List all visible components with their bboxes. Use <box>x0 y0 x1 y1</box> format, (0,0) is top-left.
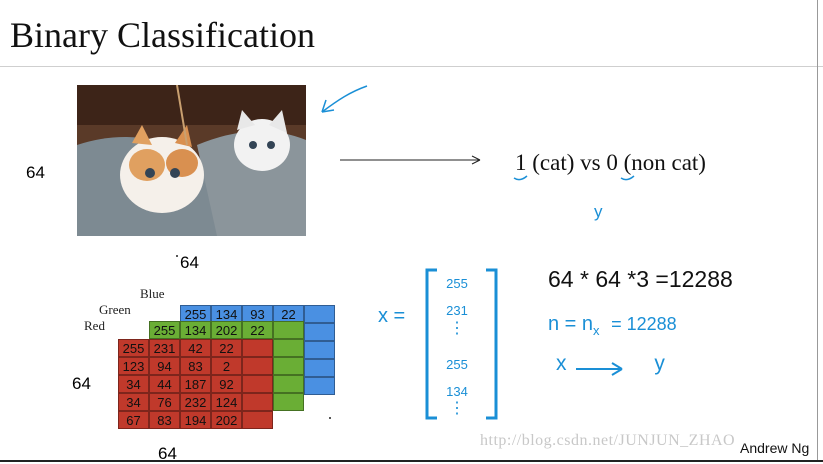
matrix-cell: 42 <box>180 339 211 357</box>
matrix-cell <box>273 357 304 375</box>
author-name: Andrew Ng <box>740 440 810 456</box>
watermark: http://blog.csdn.net/JUNJUN_ZHAO <box>480 432 736 449</box>
right-border <box>817 0 818 462</box>
matrix-cell: 76 <box>149 393 180 411</box>
dimension-formula: 64 * 64 *3 =12288 <box>548 266 733 292</box>
matrix-cell: 124 <box>211 393 242 411</box>
vector-ellipsis: ⋮ <box>449 320 465 337</box>
vector-ellipsis: ⋮ <box>449 400 465 417</box>
matrix-cell: 134 <box>180 321 211 339</box>
matrix-cell <box>242 375 273 393</box>
matrix-cell: 94 <box>149 357 180 375</box>
matrix-cell: 22 <box>211 339 242 357</box>
matrix-cell <box>304 359 335 377</box>
label-one: 1 <box>515 150 527 175</box>
matrix-cell: 83 <box>149 411 180 429</box>
matrix-cell <box>304 377 335 395</box>
matrix-cell: 231 <box>149 339 180 357</box>
image-height-label: 64 <box>26 163 45 182</box>
matrix-cell: 2 <box>211 357 242 375</box>
matrix-cell: 187 <box>180 375 211 393</box>
matrix-cell: 255 <box>180 305 211 323</box>
image-width-label: 64 <box>180 253 199 272</box>
vector-value: 255 <box>446 357 468 372</box>
matrix-cell: 92 <box>211 375 242 393</box>
label-cat: (cat) vs <box>532 150 601 175</box>
matrix-cell <box>273 321 304 339</box>
red-channel-matrix: 255 231 42 22 123 94 83 2 34 44 187 92 3… <box>118 339 273 429</box>
label-zero: 0 <box>606 150 618 175</box>
channel-blue-label: Blue <box>140 286 165 301</box>
matrix-cell <box>273 393 304 411</box>
matrix-cell: 255 <box>149 321 180 339</box>
slide-title: Binary Classification <box>10 15 315 55</box>
matrix-cell: 123 <box>118 357 149 375</box>
channel-green-label: Green <box>99 302 131 317</box>
label-noncat: (non cat) <box>623 150 706 175</box>
mapping-x: x <box>556 352 567 375</box>
vector-value: 134 <box>446 384 468 399</box>
matrix-cell <box>304 341 335 359</box>
n-value: = 12288 <box>611 314 677 334</box>
matrix-cell <box>273 339 304 357</box>
matrix-cell <box>242 411 273 429</box>
matrix-cell: 22 <box>242 321 273 339</box>
output-y-label: y <box>594 202 603 221</box>
n-subscript: x <box>593 323 600 338</box>
matrix-cell <box>242 339 273 357</box>
bottom-border <box>0 460 823 462</box>
matrix-cell <box>304 323 335 341</box>
matrix-cell: 67 <box>118 411 149 429</box>
n-formula: n = nx = 12288 <box>548 313 677 338</box>
matrix-cell <box>304 305 335 323</box>
matrix-cell: 34 <box>118 393 149 411</box>
matrix-cell: 44 <box>149 375 180 393</box>
matrix-height-label: 64 <box>72 374 91 393</box>
mapping-y: y <box>654 352 665 375</box>
matrix-cell: 34 <box>118 375 149 393</box>
matrix-cell: 232 <box>180 393 211 411</box>
matrix-cell <box>273 375 304 393</box>
channel-red-label: Red <box>84 318 105 333</box>
matrix-cell: 202 <box>211 321 242 339</box>
matrix-cell: 93 <box>242 305 273 323</box>
matrix-cell: 134 <box>211 305 242 323</box>
feature-vector-label: x = <box>378 305 406 327</box>
matrix-cell <box>242 393 273 411</box>
matrix-cell: 194 <box>180 411 211 429</box>
vector-value: 255 <box>446 276 468 291</box>
classification-label: 1 (cat) vs 0 (non cat) <box>515 150 706 176</box>
xy-mapping: x y <box>556 352 665 376</box>
matrix-cell: 202 <box>211 411 242 429</box>
matrix-cell: 83 <box>180 357 211 375</box>
title-divider <box>0 66 823 67</box>
cat-photo <box>77 85 306 236</box>
matrix-cell <box>242 357 273 375</box>
matrix-cell: 255 <box>118 339 149 357</box>
matrix-width-label: 64 <box>158 444 177 463</box>
vector-value: 231 <box>446 303 468 318</box>
n-prefix: n = n <box>548 313 594 335</box>
